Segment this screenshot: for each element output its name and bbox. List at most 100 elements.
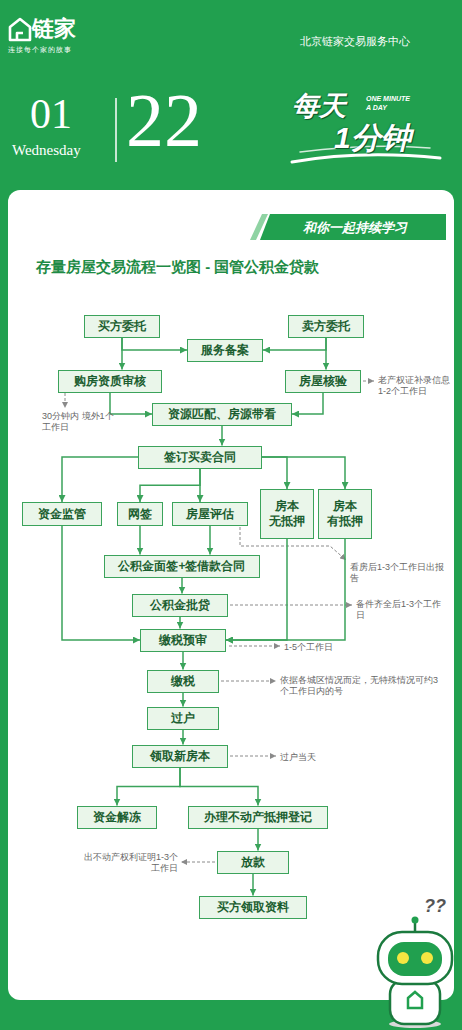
tab-text: 和你一起持续学习	[264, 219, 446, 237]
flow-connector	[209, 526, 211, 555]
flow-connector	[179, 617, 181, 629]
box-label: 签订买卖合同	[164, 450, 236, 465]
flow-connector	[181, 578, 183, 594]
question-marks: ??	[424, 896, 446, 917]
process-box: 办理不动产抵押登记	[188, 806, 328, 829]
box-label: 买方委托	[98, 319, 146, 334]
badge-swoosh	[292, 155, 440, 162]
flow-connector	[62, 457, 138, 502]
process-box: 卖方委托	[288, 315, 364, 338]
flow-connector	[180, 768, 258, 806]
leader-line	[65, 393, 66, 408]
flow-connector	[199, 469, 201, 503]
brand-name: 链家	[32, 14, 76, 44]
box-label: 放款	[241, 855, 265, 870]
box-label: 网签	[128, 507, 152, 522]
process-box: 房屋核验	[285, 370, 361, 393]
flow-connector	[262, 457, 287, 489]
badge-text: 1分钟	[334, 118, 411, 159]
box-label: 公积金面签+签借款合同	[118, 559, 245, 574]
box-label: 公积金批贷	[150, 598, 210, 613]
box-label: 房本 有抵押	[326, 499, 364, 529]
box-label: 领取新房本	[150, 749, 210, 764]
box-label: 服务备案	[201, 343, 249, 358]
process-box: 买方委托	[84, 315, 160, 338]
note-text: 老产权证补录信息1-2个工作日	[378, 375, 452, 397]
house-outline	[10, 19, 30, 40]
box-label: 资源匹配、房源带看	[168, 407, 276, 422]
process-box: 资源匹配、房源带看	[152, 403, 292, 426]
leader-line	[181, 862, 215, 863]
flow-connector	[117, 768, 180, 806]
flow-connector	[182, 730, 184, 745]
note-text: 出不动产权利证明1-3个工作日	[76, 852, 178, 874]
flow-connector	[122, 338, 187, 351]
process-box: 领取新房本	[132, 745, 228, 768]
process-box: 过户	[147, 707, 219, 730]
process-box: 房屋评估	[172, 502, 248, 526]
flow-connector	[262, 457, 345, 489]
flow-connector	[110, 393, 152, 415]
flow-connector	[257, 829, 259, 851]
process-box: 公积金批贷	[132, 594, 228, 617]
house-door	[17, 33, 23, 40]
white-card	[8, 190, 454, 1000]
box-label: 房本 无抵押	[268, 499, 306, 529]
flow-connector	[62, 526, 140, 640]
flow-connector	[139, 526, 141, 555]
leader-line	[230, 756, 276, 757]
note-text: 备件齐全后1-3个工作日	[356, 599, 446, 621]
box-label: 过户	[171, 711, 195, 726]
note-text: 30分钟内 境外1个工作日	[42, 411, 114, 433]
note-text: 依据各城区情况而定，无特殊情况可约3个工作日内的号	[280, 675, 446, 697]
process-box: 网签	[117, 502, 163, 526]
flow-connector	[182, 652, 184, 670]
process-box: 资金监管	[22, 502, 102, 526]
diagram-title: 存量房屋交易流程一览图 - 国管公积金贷款	[36, 258, 319, 277]
flow-connector	[121, 338, 123, 370]
flow-connector	[325, 338, 327, 370]
flow-connector	[292, 393, 323, 415]
process-box: 购房资质审核	[58, 370, 162, 393]
leader-line	[229, 646, 280, 647]
process-box: 公积金面签+签借款合同	[104, 555, 260, 578]
box-label: 资金解冻	[93, 810, 141, 825]
box-label: 办理不动产抵押登记	[204, 810, 312, 825]
process-box: 房本 有抵押	[318, 489, 372, 539]
tab-ribbon	[260, 214, 446, 240]
box-label: 房屋核验	[299, 374, 347, 389]
leader-line	[230, 605, 352, 606]
process-box: 缴税	[147, 670, 219, 693]
office-name: 北京链家交易服务中心	[300, 34, 410, 49]
leader-line	[363, 381, 374, 382]
flow-connector	[252, 874, 254, 896]
flow-connector	[263, 338, 326, 351]
process-box: 签订买卖合同	[138, 446, 262, 469]
process-box: 买方领取资料	[199, 896, 307, 919]
flow-connector	[182, 693, 184, 707]
box-label: 缴税预审	[159, 633, 207, 648]
box-label: 卖方委托	[302, 319, 350, 334]
date-month: 01	[30, 92, 72, 136]
flow-connector	[221, 426, 223, 446]
leader-line	[221, 681, 276, 682]
process-box: 房本 无抵押	[260, 489, 314, 539]
tab-stripe	[250, 214, 268, 240]
process-box: 服务备案	[187, 339, 263, 362]
robot-mascot	[372, 912, 458, 1028]
box-label: 缴税	[171, 674, 195, 689]
process-box: 缴税预审	[140, 629, 226, 652]
note-text: 过户当天	[280, 751, 316, 764]
box-label: 房屋评估	[186, 507, 234, 522]
note-text: 看房后1-3个工作日出报告	[350, 562, 446, 584]
box-label: 资金监管	[38, 507, 86, 522]
badge-text: 每天	[292, 88, 346, 124]
note-text: 1-5个工作日	[284, 641, 333, 654]
box-label: 买方领取资料	[217, 900, 289, 915]
date-day: 22	[126, 80, 202, 160]
flow-connector	[140, 469, 200, 503]
process-box: 资金解冻	[77, 806, 157, 829]
date-divider	[115, 98, 117, 162]
brand-slogan: 连接每个家的故事	[8, 45, 72, 55]
